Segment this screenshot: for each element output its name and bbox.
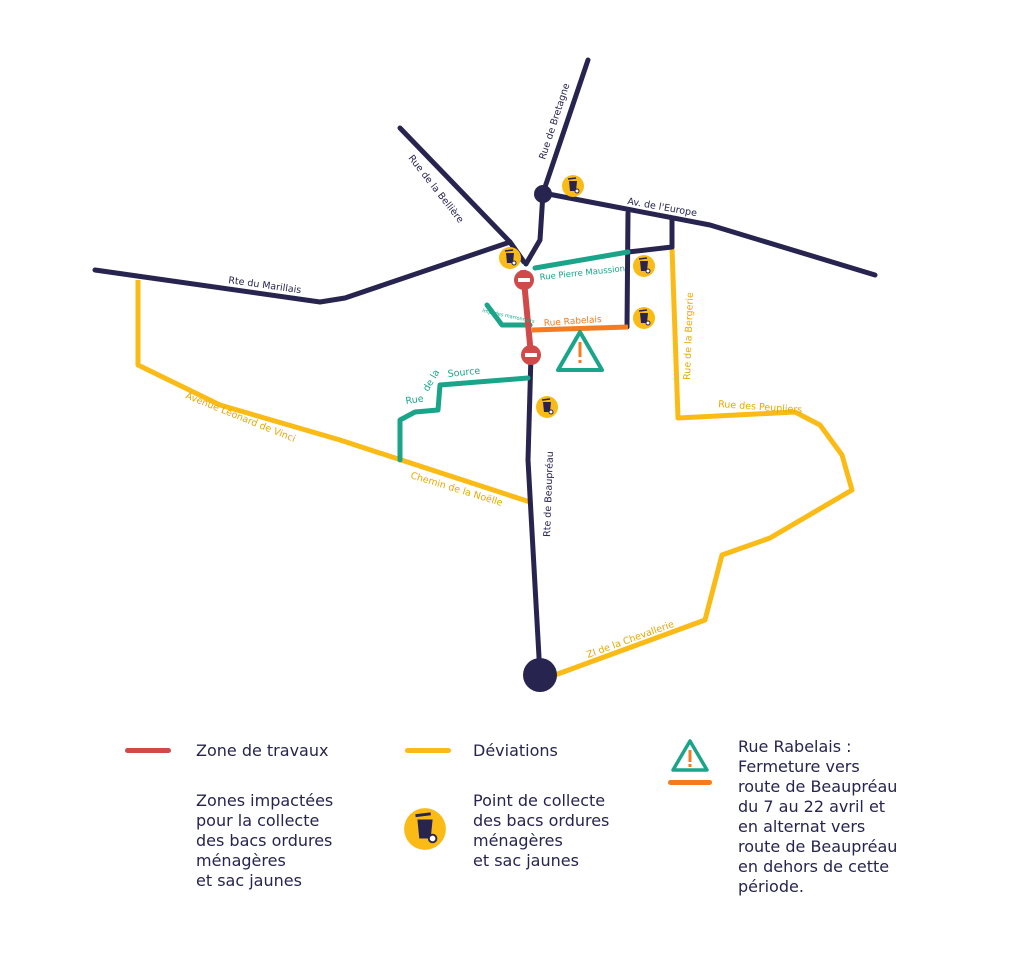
terminus-node — [523, 658, 557, 692]
deviation-vinci-noelle — [135, 280, 531, 505]
legend-line: ménagères — [196, 851, 286, 870]
label-beaupreau: Rte de Beaupréau — [542, 451, 556, 537]
legend-bin-icon — [403, 807, 447, 851]
legend-line: Zones impactées — [196, 791, 334, 810]
road-europe — [540, 190, 878, 278]
legend-line: du 7 au 22 avril et — [738, 797, 886, 816]
impacted-marronniers — [484, 302, 533, 328]
bin-icon — [632, 254, 656, 278]
legend-line: Rue Rabelais : — [738, 737, 852, 756]
bin-icon — [632, 306, 656, 330]
road-beaupreau — [525, 352, 543, 678]
legend-line: route de Beaupréau — [738, 837, 898, 856]
legend-line: et sac jaunes — [473, 851, 579, 870]
legend-deviation-swatch — [405, 748, 451, 753]
no-entry-icon — [521, 345, 541, 365]
legend-deviations: Déviations — [473, 741, 558, 760]
label-source-3: Source — [447, 366, 481, 380]
legend-line: route de Beaupréau — [738, 777, 898, 796]
bin-icon — [535, 395, 559, 419]
legend-works: Zone de travaux — [196, 741, 329, 760]
legend-line: Fermeture vers — [738, 757, 860, 776]
label-chevallerie: ZI de la Chevallerie — [585, 619, 676, 661]
impacted-source — [397, 375, 531, 463]
warning-icon — [556, 330, 604, 372]
legend-line: ménagères — [473, 831, 563, 850]
legend-line: en alternat vers — [738, 817, 866, 836]
legend-line: et sac jaunes — [196, 871, 302, 890]
label-bergerie: Rue de la Bergerie — [682, 292, 696, 380]
label-vinci: Avenue Léonard de Vinci — [184, 391, 297, 445]
road-marillais — [92, 239, 527, 305]
junction-node — [534, 185, 552, 203]
no-entry-icon — [514, 270, 534, 290]
legend-line: Point de collecte — [473, 791, 606, 810]
label-source-1: Rue — [405, 394, 425, 407]
road-bretagne — [523, 57, 591, 267]
legend-line: période. — [738, 877, 804, 896]
legend-line: pour la collecte — [196, 811, 320, 830]
legend-line: des bacs ordures — [473, 811, 610, 830]
road-connector — [624, 210, 631, 330]
legend-line: des bacs ordures — [196, 831, 333, 850]
road-connector-2 — [625, 217, 675, 255]
label-rabelais: Rue Rabelais — [544, 315, 603, 329]
bin-icon — [498, 246, 522, 270]
legend-line: en dehors de cette — [738, 857, 890, 876]
legend-warning-icon — [668, 739, 712, 785]
legend-works-swatch — [125, 748, 171, 753]
deviation-bergerie-chevallerie — [554, 247, 855, 678]
impacted-maussion — [532, 249, 631, 271]
bin-icon — [561, 174, 585, 198]
rabelais-closure — [531, 324, 629, 333]
